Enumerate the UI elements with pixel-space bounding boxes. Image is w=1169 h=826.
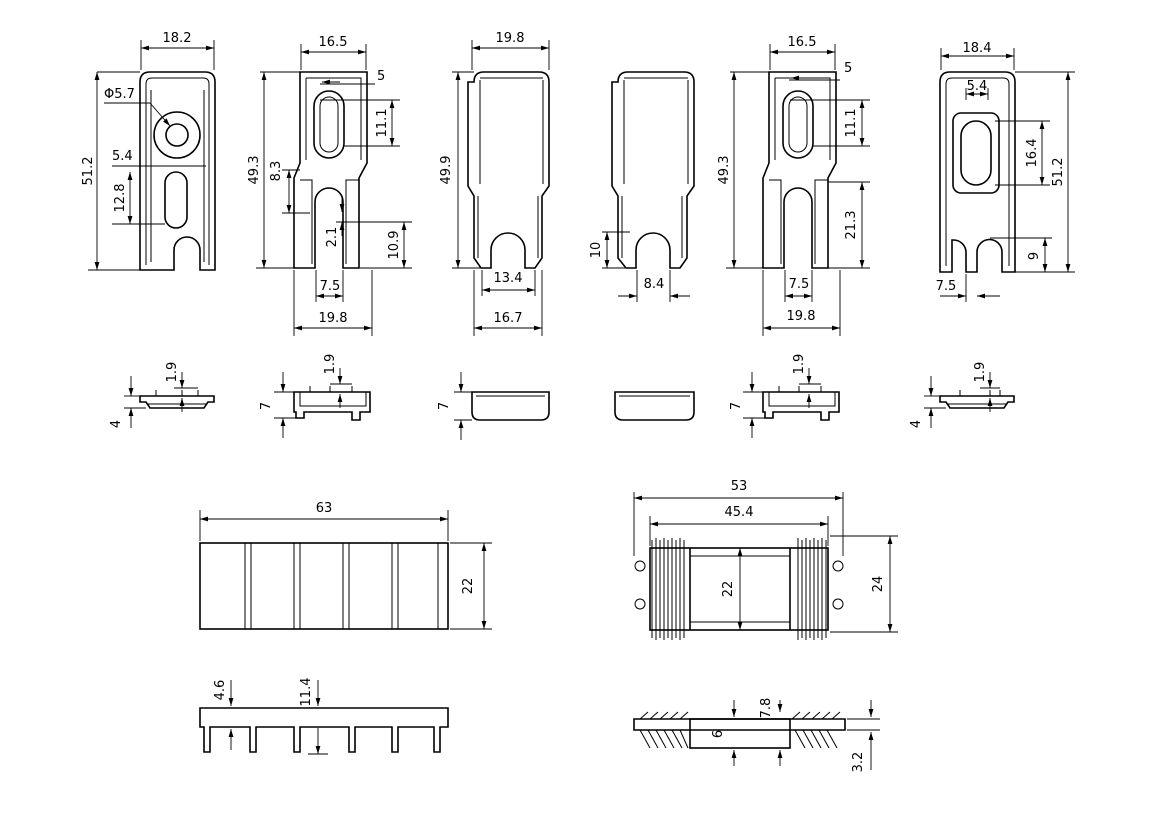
part-3-side-view	[454, 372, 550, 440]
dim-s6-4: 4	[909, 420, 924, 428]
dim-p2-75: 7.5	[320, 279, 341, 294]
dim-h2-6: 6	[711, 730, 726, 738]
dim-h2-22: 22	[721, 581, 736, 598]
dim-p3-167: 16.7	[494, 311, 523, 326]
dim-p1-slot-height: 12.8	[113, 184, 128, 213]
dim-h1-22: 22	[461, 578, 476, 595]
part-1-side-view	[124, 372, 215, 428]
dim-h1-114: 11.4	[299, 678, 314, 707]
part-4-side-view	[614, 391, 695, 421]
dim-p1-diameter: Φ5.7	[104, 87, 135, 102]
dim-p6-top-width: 18.4	[963, 41, 992, 56]
dim-s6-19: 1.9	[973, 362, 988, 383]
dim-h2-24: 24	[871, 576, 886, 593]
part-3-front-view	[452, 40, 550, 336]
dim-p2-11: 11.1	[375, 109, 390, 138]
dim-p6-164: 16.4	[1025, 139, 1040, 168]
dim-p2-198: 19.8	[319, 311, 348, 326]
dim-p5-top-width: 16.5	[788, 35, 817, 50]
dim-p4-10: 10	[589, 242, 604, 259]
part-6-front-view	[939, 48, 1075, 302]
heatsink-2-top-view	[633, 492, 898, 640]
dim-p6-9: 9	[1027, 252, 1042, 260]
part-4-front-view	[602, 71, 695, 302]
part-5-front-view	[726, 44, 870, 336]
dim-p2-top-width: 16.5	[319, 35, 348, 50]
dim-p5-5: 5	[844, 61, 852, 76]
dim-s1-19: 1.9	[165, 362, 180, 383]
dim-h2-454: 45.4	[725, 505, 754, 520]
dim-h1-63: 63	[316, 501, 333, 516]
dim-s3-7: 7	[437, 402, 452, 410]
heatsink-1-top-view	[199, 510, 492, 630]
dim-s5-7: 7	[729, 402, 744, 410]
dim-p3-height: 49.9	[439, 156, 454, 185]
dim-h2-78: 7.8	[759, 698, 774, 719]
dim-s2-19: 1.9	[323, 354, 338, 375]
dim-p1-height: 51.2	[81, 157, 96, 186]
dim-p5-75: 7.5	[789, 277, 810, 292]
dim-h1-46: 4.6	[213, 680, 228, 701]
dim-p6-54: 5.4	[967, 79, 988, 94]
dim-p4-84: 8.4	[644, 277, 665, 292]
part-2-front-view	[256, 44, 412, 336]
part-1-front-view	[88, 40, 216, 271]
dim-p3-top-width: 19.8	[496, 31, 525, 46]
dim-p2-5: 5	[377, 69, 385, 84]
dimension-labels: 18.2 Φ5.7 51.2 5.4 12.8 16.5 5 11.1 49.3…	[81, 31, 1066, 772]
part-5-side-view	[743, 368, 840, 438]
dim-p6-height: 51.2	[1051, 158, 1066, 187]
dim-s5-19: 1.9	[792, 354, 807, 375]
heatsink-1-side-view	[199, 680, 449, 755]
dim-s1-4: 4	[109, 420, 124, 428]
dim-h2-32: 3.2	[851, 752, 866, 773]
dim-p2-height: 49.3	[247, 156, 262, 185]
part-6-side-view	[924, 372, 1015, 428]
part-2-side-view	[274, 368, 371, 438]
dim-p5-height: 49.3	[717, 156, 732, 185]
dim-p1-slot-width: 5.4	[112, 149, 133, 164]
dim-p2-21: 2.1	[325, 227, 340, 248]
dim-p5-198: 19.8	[787, 309, 816, 324]
dim-p5-11: 11.1	[844, 109, 859, 138]
dim-p2-109: 10.9	[387, 231, 402, 260]
dim-p2-83: 8.3	[269, 161, 284, 182]
dim-h2-53: 53	[731, 479, 748, 494]
dim-p3-134: 13.4	[494, 271, 523, 286]
dim-p5-213: 21.3	[844, 211, 859, 240]
heatsink-2-side-view	[633, 700, 880, 770]
dim-p1-width: 18.2	[163, 31, 192, 46]
dim-p6-75: 7.5	[936, 279, 957, 294]
dim-s2-7: 7	[259, 402, 274, 410]
